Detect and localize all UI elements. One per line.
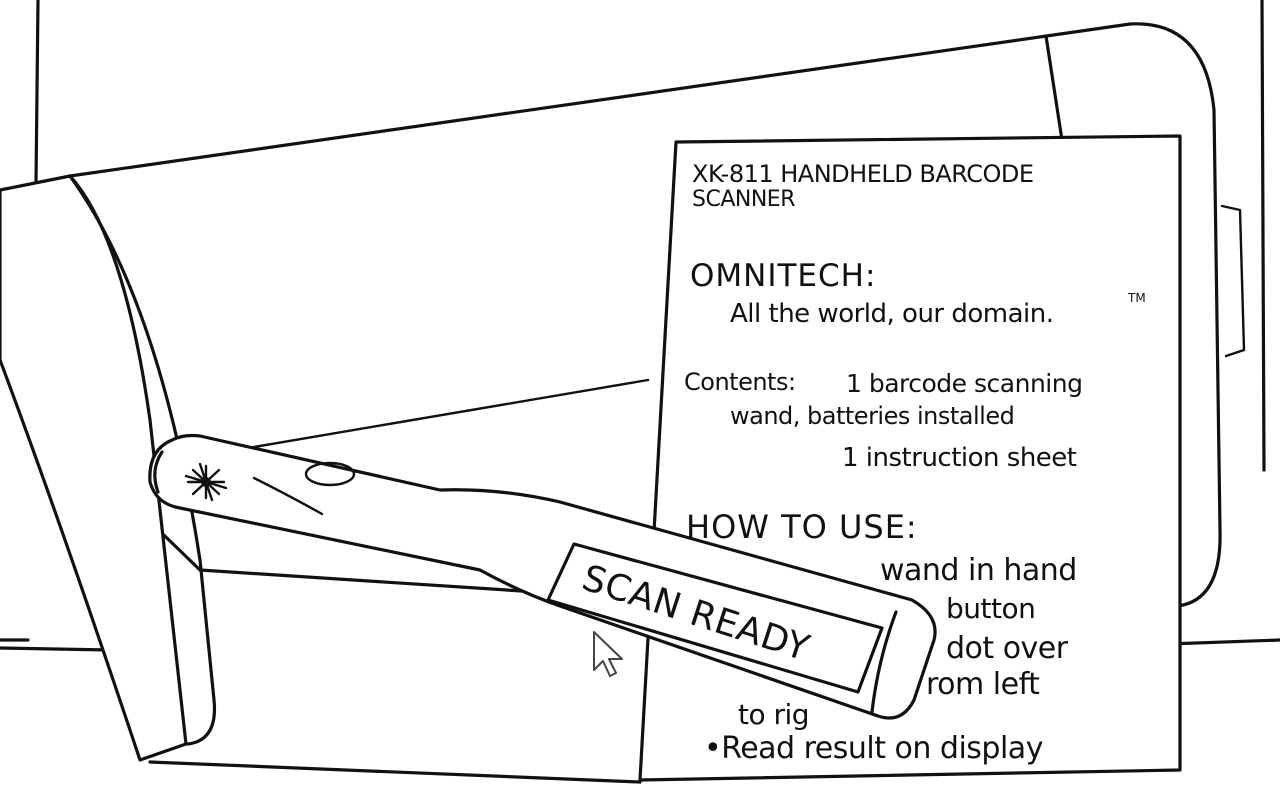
contents-line-3: 1 instruction sheet xyxy=(842,443,1077,473)
brand-name: OMNITECH: xyxy=(690,258,876,294)
contents-line-1: 1 barcode scanning xyxy=(846,369,1082,398)
step-1-text: wand in hand xyxy=(880,553,1077,588)
step-3-text: dot over xyxy=(946,631,1069,666)
trademark-mark: TM xyxy=(1127,291,1146,305)
brand-tagline: All the world, our domain. xyxy=(730,299,1054,329)
sheet-title-line-2: SCANNER xyxy=(692,187,795,212)
pointer-arrow-icon xyxy=(593,631,623,677)
how-to-use-heading: HOW TO USE: xyxy=(686,508,918,546)
step-5-text: to rig xyxy=(738,698,809,731)
laser-starburst-icon xyxy=(184,462,228,502)
contents-line-2: wand, batteries installed xyxy=(730,402,1014,430)
background-wall xyxy=(0,0,1280,784)
contents-label: Contents: xyxy=(684,368,796,396)
step-6-text: •Read result on display xyxy=(704,731,1043,766)
step-2-text: button xyxy=(946,592,1035,625)
sheet-title-line-1: XK-811 HANDHELD BARCODE xyxy=(692,160,1034,188)
step-4-text: rom left xyxy=(926,667,1040,702)
